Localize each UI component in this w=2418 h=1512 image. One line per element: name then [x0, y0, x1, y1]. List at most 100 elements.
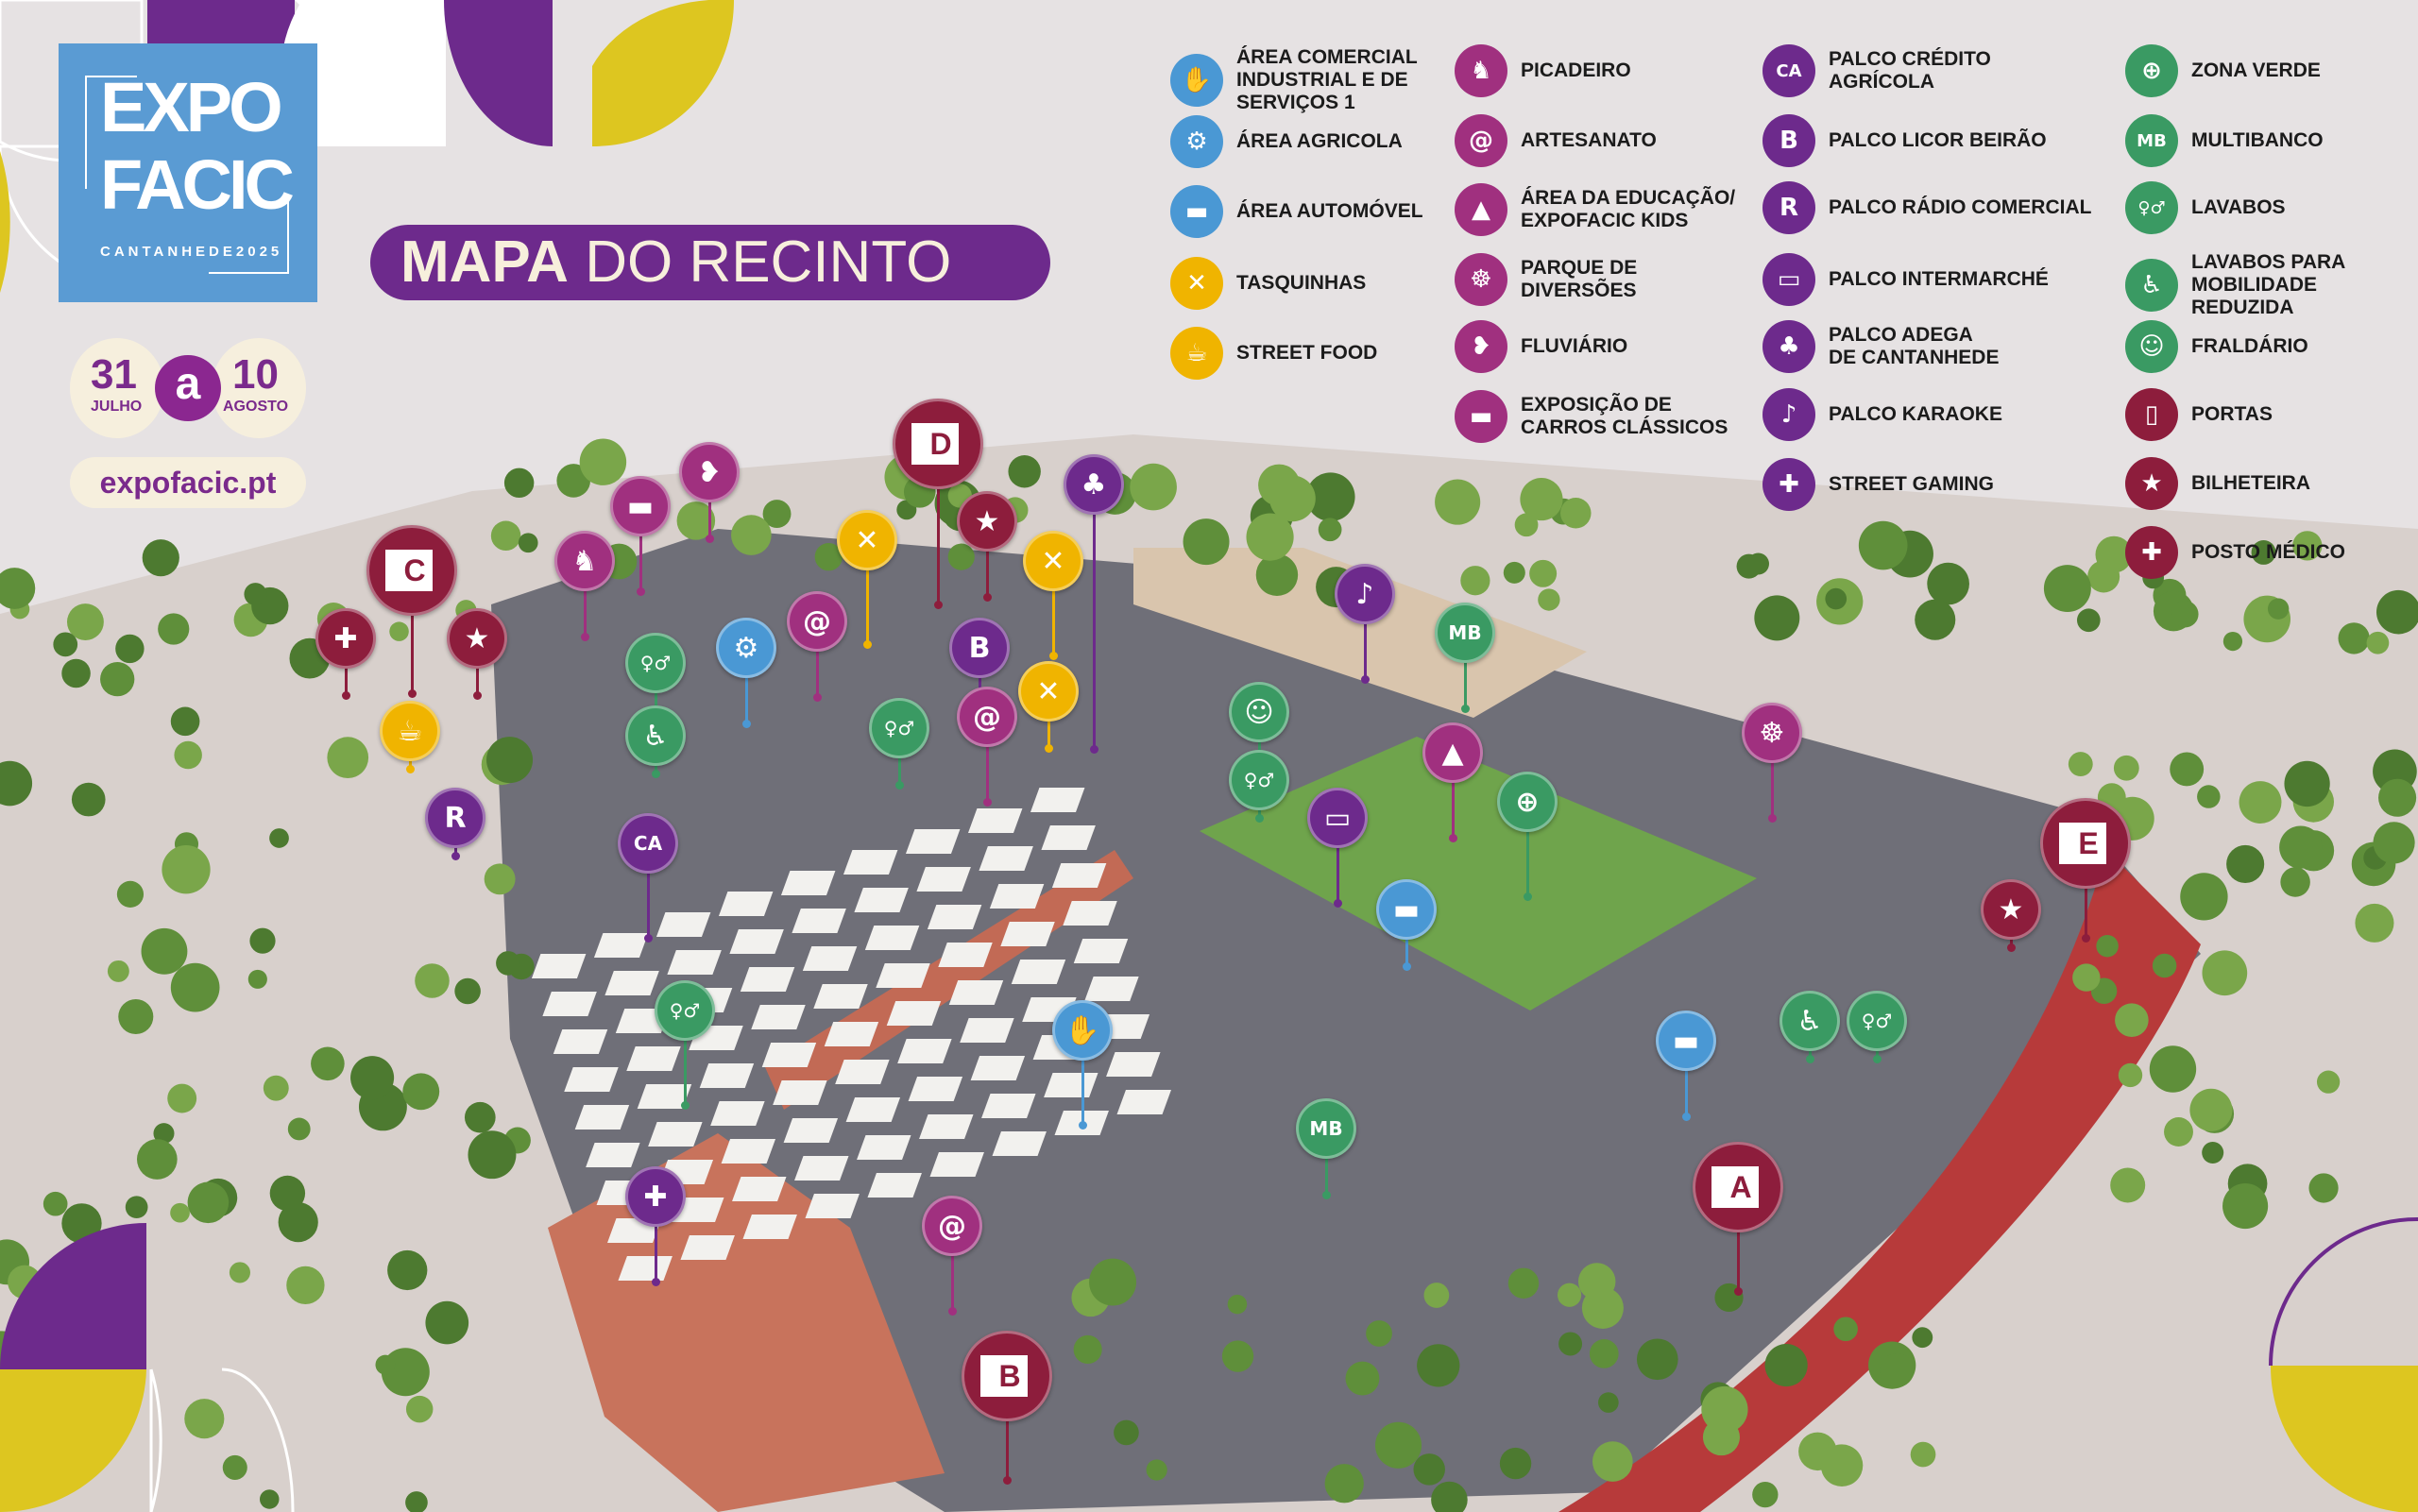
legend-label: PALCO KARAOKE [1829, 403, 2002, 425]
pin-badge[interactable]: C [366, 525, 457, 616]
restroom-icon: ♀♂ [883, 717, 915, 739]
pin-badge[interactable]: ▭ [1307, 788, 1368, 848]
pin-anchor [406, 765, 415, 773]
pin-badge[interactable]: A [1693, 1142, 1783, 1232]
pin-badge[interactable]: MB [1296, 1098, 1356, 1159]
tree [327, 737, 369, 778]
pin-badge[interactable]: CA [618, 813, 678, 874]
pin-badge[interactable]: ♀♂ [1847, 991, 1907, 1051]
pin-anchor [863, 640, 872, 649]
exhibition-tent [857, 1135, 911, 1160]
pin-badge[interactable]: ✚ [625, 1166, 686, 1227]
pin-badge[interactable]: @ [922, 1196, 982, 1256]
restroom-icon: ♀♂ [639, 652, 672, 674]
exhibition-tent [824, 1022, 879, 1046]
pin-badge[interactable]: ♣ [1064, 454, 1124, 515]
spiral-hands-icon: @ [973, 700, 1001, 734]
ticket-icon: ★ [2125, 457, 2178, 510]
pin-badge[interactable]: B [949, 618, 1010, 678]
pin-badge[interactable]: ☸ [1742, 703, 1802, 763]
pin-badge[interactable]: ♀♂ [869, 698, 929, 758]
legend-label: PARQUE DE DIVERSÕES [1521, 257, 1638, 301]
date-bubble [212, 338, 306, 438]
pin-stem [1737, 1187, 1740, 1291]
tree [2373, 822, 2415, 864]
pin-badge[interactable]: ♀♂ [655, 980, 715, 1041]
exhibition-tent [656, 912, 711, 937]
pin-badge[interactable]: ✋ [1052, 1000, 1113, 1061]
pin-anchor [681, 1101, 690, 1110]
pin-badge[interactable]: ▲ [1422, 722, 1483, 783]
pin-badge[interactable]: ✚ [315, 608, 376, 669]
pin-badge[interactable]: ♀♂ [625, 633, 686, 693]
legend-label: ÁREA AGRICOLA [1236, 130, 1403, 152]
tree [947, 543, 975, 570]
exhibition-tent [586, 1143, 640, 1167]
pin-badge[interactable]: ▬ [1376, 879, 1437, 940]
pin-badge[interactable]: B [962, 1331, 1052, 1421]
exhibition-tent [780, 871, 836, 895]
exhibition-tent [864, 926, 920, 950]
tree [107, 960, 129, 982]
tree [468, 1130, 517, 1180]
car-icon: ▬ [1170, 185, 1223, 238]
tree [142, 539, 179, 577]
pin-anchor [742, 720, 751, 728]
pin-badge[interactable]: ❥ [679, 442, 740, 502]
tree [1413, 1453, 1445, 1486]
pin-badge[interactable]: ✕ [1018, 661, 1079, 722]
tree [1269, 475, 1316, 522]
burger-drink-icon: ☕ [397, 714, 423, 748]
tree [731, 515, 772, 555]
pin-badge[interactable]: ⚙ [716, 618, 776, 678]
legend-item: ♿LAVABOS PARA MOBILIDADE REDUZIDA [2125, 251, 2418, 319]
pin-badge[interactable]: ♪ [1335, 564, 1395, 624]
exhibition-tent [740, 967, 795, 992]
pin-stem [816, 621, 819, 697]
exhibition-tent [564, 1067, 619, 1092]
pin-badge[interactable]: ♞ [554, 531, 615, 591]
pin-badge[interactable]: ☕ [380, 701, 440, 761]
pin-badge[interactable]: ▬ [610, 476, 671, 536]
tree [1598, 1392, 1619, 1413]
pin-badge[interactable]: ★ [447, 608, 507, 669]
classic-car-icon: ▬ [626, 489, 655, 523]
expofacic-logo[interactable]: EXPO FACIC CANTANHEDE2025 [59, 43, 317, 302]
tree [2113, 755, 2139, 781]
pin-badge[interactable]: ♿ [1779, 991, 1840, 1051]
pin-badge[interactable]: ♀♂ [1229, 750, 1289, 810]
pin-stem [708, 472, 711, 538]
medical-kit-icon: ✚ [2125, 526, 2178, 579]
legend-item: ♣PALCO ADEGA DE CANTANHEDE [1762, 320, 2103, 373]
pin-badge[interactable]: ★ [957, 491, 1017, 552]
tree [375, 1354, 396, 1375]
pin-badge[interactable]: ★ [1981, 879, 2041, 940]
exhibition-tent [948, 980, 1004, 1005]
pin-badge[interactable]: ☺ [1229, 682, 1289, 742]
brand-shapes-bottom-right [2269, 1216, 2418, 1512]
tree [579, 438, 627, 485]
tree [0, 760, 33, 807]
exhibition-tent [960, 1018, 1014, 1043]
pin-badge[interactable]: R [425, 788, 485, 848]
pin-badge[interactable]: ▬ [1656, 1011, 1716, 1071]
exhibition-tent [876, 963, 930, 988]
tree [1221, 1340, 1254, 1372]
pin-badge[interactable]: MB [1435, 603, 1495, 663]
door-icon: ▯ [2125, 388, 2178, 441]
door-icon: D [917, 423, 959, 465]
pin-badge[interactable]: ✕ [1023, 531, 1083, 591]
pin-badge[interactable]: ⊕ [1497, 772, 1558, 832]
multibanco-icon: MB [1448, 621, 1482, 644]
pin-badge[interactable]: @ [957, 687, 1017, 747]
pin-badge[interactable]: E [2040, 798, 2131, 889]
tree [170, 706, 200, 737]
pin-badge[interactable]: D [893, 399, 983, 489]
pin-badge[interactable]: ✕ [837, 510, 897, 570]
pin-badge[interactable]: @ [787, 591, 847, 652]
pin-badge[interactable]: ♿ [625, 705, 686, 766]
tree [2118, 1062, 2143, 1088]
pin-anchor [2082, 934, 2090, 943]
website-link[interactable]: expofacic.pt [70, 457, 306, 508]
